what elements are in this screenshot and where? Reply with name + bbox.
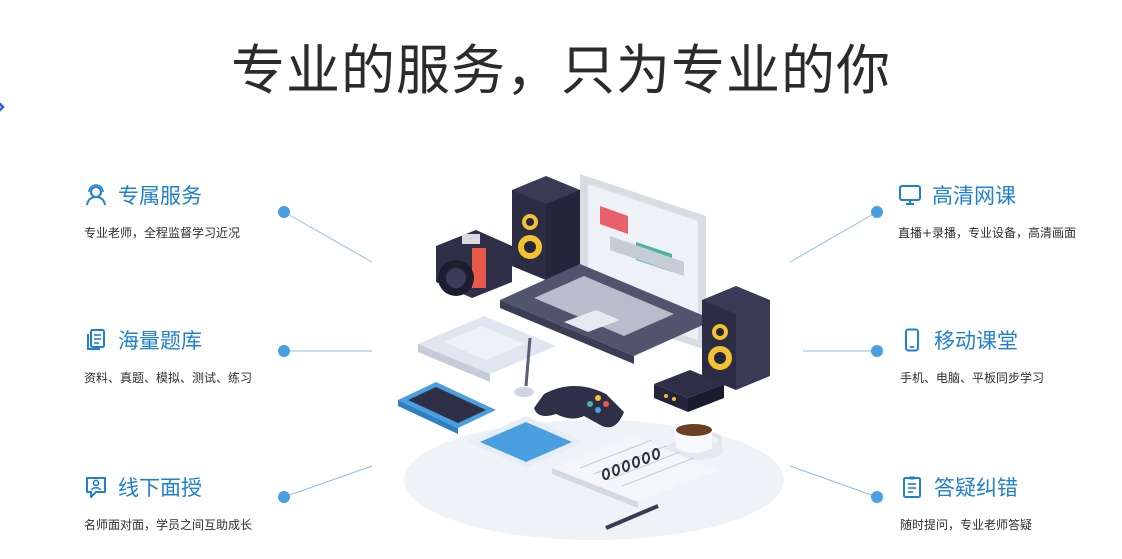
page-title: 专业的服务，只为专业的你 bbox=[231, 39, 891, 102]
feature-title: 线下面授 bbox=[118, 476, 202, 500]
stylus bbox=[514, 337, 534, 397]
connector-dot bbox=[871, 206, 883, 218]
support-agent-icon bbox=[86, 184, 106, 206]
feature-description: 专业老师，全程监督学习近况 bbox=[84, 226, 241, 240]
feature-description: 直播+录播，专业设备，高清画面 bbox=[898, 226, 1077, 240]
chat-user-icon bbox=[86, 477, 106, 498]
feature-mobile-classroom: 移动课堂 手机、电脑、平板同步学习 bbox=[900, 325, 1122, 386]
feature-description: 手机、电脑、平板同步学习 bbox=[900, 371, 1045, 385]
feature-title: 移动课堂 bbox=[934, 329, 1018, 353]
carousel-prev-icon[interactable] bbox=[0, 96, 8, 118]
feature-exclusive-service: 专属服务 专业老师，全程监督学习近况 bbox=[84, 180, 344, 241]
mobile-phone-icon bbox=[905, 328, 919, 352]
notebook bbox=[552, 436, 718, 530]
clipboard-list-icon bbox=[903, 476, 921, 498]
feature-description: 资料、真题、模拟、测试、练习 bbox=[84, 371, 253, 385]
feature-question-bank: 海量题库 资料、真题、模拟、测试、练习 bbox=[84, 325, 344, 386]
connector-dot bbox=[871, 491, 883, 503]
speaker-right bbox=[702, 286, 770, 390]
router bbox=[654, 370, 724, 412]
feature-description: 随时提问，专业老师答疑 bbox=[900, 518, 1033, 532]
devices-illustration bbox=[398, 174, 784, 540]
feature-qa-correction: 答疑纠错 随时提问，专业老师答疑 bbox=[900, 472, 1122, 533]
phone bbox=[398, 382, 496, 434]
feature-hd-online-course: 高清网课 直播+录播，专业设备，高清画面 bbox=[898, 180, 1122, 241]
laptop bbox=[500, 174, 714, 364]
tablet bbox=[468, 416, 584, 468]
feature-title: 答疑纠错 bbox=[934, 476, 1018, 500]
feature-description: 名师面对面，学员之间互助成长 bbox=[84, 518, 253, 532]
speaker-left bbox=[512, 176, 580, 280]
feature-title: 海量题库 bbox=[118, 329, 202, 353]
game-controller bbox=[534, 386, 624, 428]
monitor-icon bbox=[899, 185, 921, 205]
documents-icon bbox=[87, 329, 105, 350]
feature-title: 高清网课 bbox=[932, 184, 1016, 208]
feature-offline-teaching: 线下面授 名师面对面，学员之间互助成长 bbox=[84, 472, 344, 533]
drawing-tablet bbox=[418, 316, 556, 382]
camera bbox=[436, 230, 512, 298]
feature-title: 专属服务 bbox=[118, 184, 202, 208]
connector-dot bbox=[871, 345, 883, 357]
